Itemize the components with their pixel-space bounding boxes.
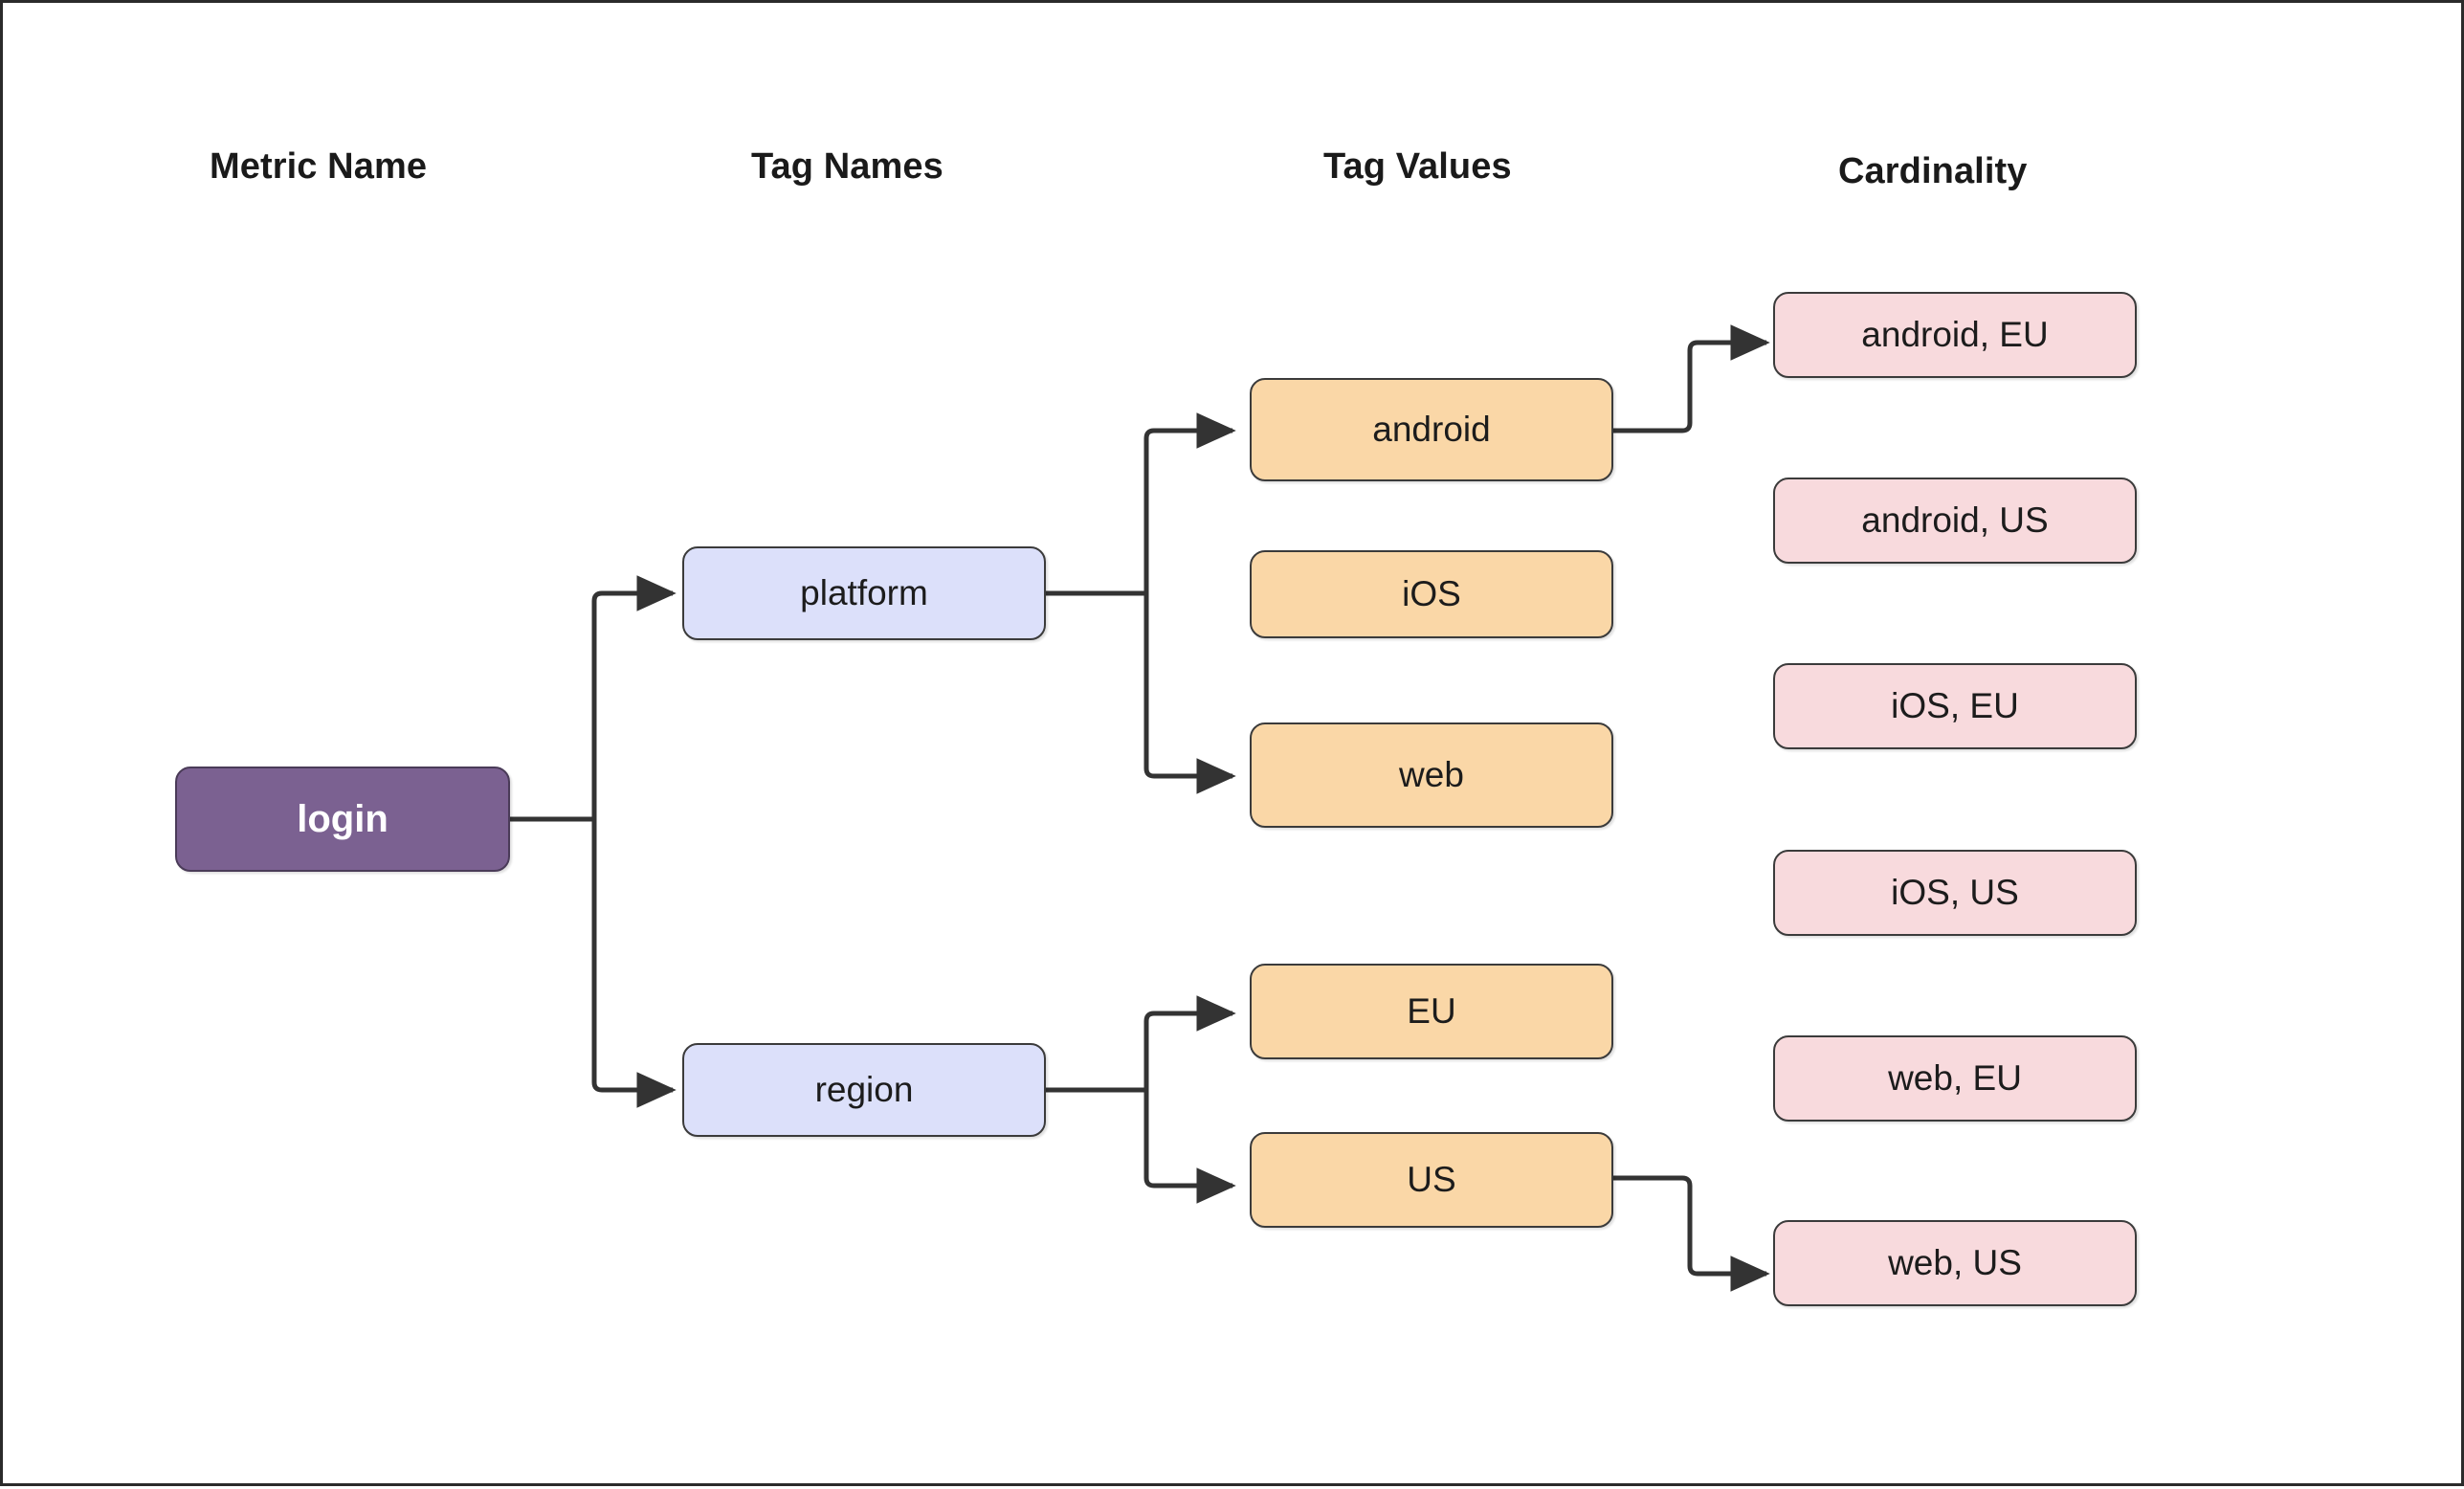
node-cardinality-android-us[interactable]: android, US: [1773, 478, 2137, 564]
edge-us-web-us: [1612, 1175, 1770, 1292]
edge-login-region: [591, 819, 677, 1108]
edge-platform-android: [1143, 412, 1236, 593]
edge-android-android-eu: [1612, 324, 1770, 433]
column-header-tag-values: Tag Values: [1323, 146, 1512, 187]
node-cardinality-web-us[interactable]: web, US: [1773, 1220, 2137, 1306]
edge-platform-web: [1143, 593, 1236, 794]
node-cardinality-web-eu[interactable]: web, EU: [1773, 1035, 2137, 1122]
node-tagvalue-eu[interactable]: EU: [1250, 964, 1613, 1059]
node-tagname-region[interactable]: region: [682, 1043, 1046, 1137]
node-tagvalue-web[interactable]: web: [1250, 722, 1613, 828]
node-tagvalue-android[interactable]: android: [1250, 378, 1613, 481]
node-tagvalue-ios[interactable]: iOS: [1250, 550, 1613, 638]
column-header-tag-names: Tag Names: [751, 146, 943, 187]
column-header-metric-name: Metric Name: [210, 146, 428, 187]
edge-login-platform: [591, 575, 677, 819]
node-cardinality-ios-us[interactable]: iOS, US: [1773, 850, 2137, 936]
node-cardinality-ios-eu[interactable]: iOS, EU: [1773, 663, 2137, 749]
node-tagvalue-us[interactable]: US: [1250, 1132, 1613, 1228]
node-metric-login[interactable]: login: [175, 767, 510, 872]
column-header-cardinality: Cardinality: [1838, 151, 2028, 191]
node-tagname-platform[interactable]: platform: [682, 546, 1046, 640]
edge-region-eu: [1143, 995, 1236, 1090]
edge-region-us: [1143, 1090, 1236, 1204]
node-cardinality-android-eu[interactable]: android, EU: [1773, 292, 2137, 378]
